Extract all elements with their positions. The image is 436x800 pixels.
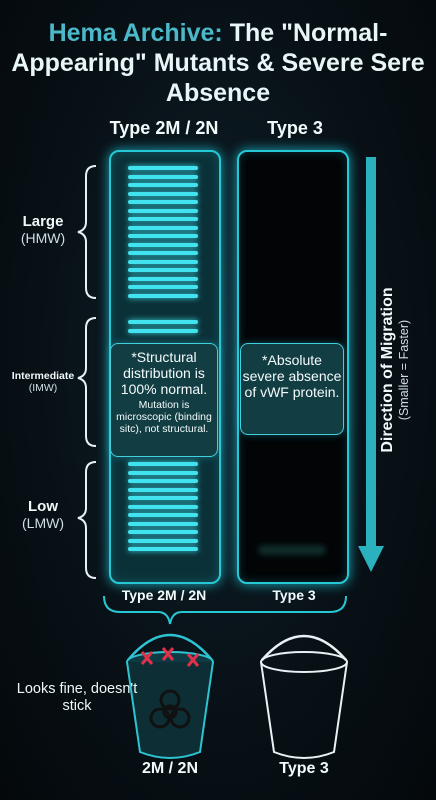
gel-band: [128, 496, 198, 500]
gel-band: [128, 191, 198, 196]
size-large-sub: (HMW): [20, 230, 66, 246]
gel-band: [128, 320, 198, 324]
gel-band: [128, 328, 198, 333]
size-label-large: Large (HMW): [8, 213, 78, 246]
biohazard-icon: [149, 689, 191, 729]
gel-band: [128, 268, 198, 272]
note-type3: *Absolute severe absence of vWF protein.: [240, 343, 344, 435]
note-type2: *Structural distribution is 100% normal.…: [110, 343, 218, 457]
gel-band: [128, 513, 198, 517]
gel-band: [128, 217, 198, 221]
bucket-label-right: Type 3: [279, 760, 329, 777]
column-heading-type3: Type 3: [267, 118, 323, 138]
bucket-icon-right: [260, 634, 348, 759]
page-title: Hema Archive: The "Normal-Appearing" Mut…: [0, 18, 436, 108]
size-label-intermediate: Intermediate (IMW): [2, 370, 84, 394]
bracket-intermediate: [77, 317, 97, 447]
note-type2-detail: Mutation is microscopic (binding sitc), …: [116, 399, 212, 435]
gel-band: [128, 259, 198, 264]
bucket-icon-left: [126, 633, 214, 759]
gel-band: [128, 242, 198, 247]
gel-band: [128, 293, 198, 298]
broken-particles-icon: [140, 647, 200, 667]
size-intermediate-text: Intermediate: [11, 370, 75, 382]
gel-band: [128, 462, 198, 466]
gel-band: [128, 538, 198, 543]
column-heading-type2: Type 2M / 2N: [109, 118, 219, 138]
bucket-caption: Looks fine, doesn't stick: [16, 681, 138, 714]
gel-band: [128, 183, 198, 187]
gel-band: [128, 521, 198, 526]
gel-band: [128, 547, 198, 551]
gel-band: [128, 285, 198, 289]
lane-label-type3: Type 3: [272, 587, 316, 603]
size-low-sub: (LMW): [22, 515, 64, 531]
bucket-label-left: 2M / 2N: [141, 760, 198, 777]
gel-band: [128, 530, 198, 534]
migration-sub: (Smaller = Faster): [397, 319, 411, 421]
faint-smear: [258, 545, 326, 555]
arrow-down-icon: [358, 157, 384, 572]
size-label-low: Low (LMW): [8, 498, 78, 531]
note-type2-main: *Structural distribution is 100% normal.: [120, 349, 208, 397]
gel-band: [128, 479, 198, 483]
size-intermediate-sub: (IMW): [28, 382, 58, 394]
gel-band: [128, 234, 198, 238]
note-type3-main: *Absolute severe absence of vWF protein.: [242, 352, 342, 400]
migration-title: Direction of Migration: [379, 287, 396, 453]
gel-band: [128, 174, 198, 179]
gel-band: [128, 487, 198, 492]
title-accent: Hema Archive:: [48, 19, 223, 47]
gel-band: [128, 225, 198, 230]
gel-band: [128, 504, 198, 509]
bracket-low: [77, 461, 97, 579]
gel-band: [128, 200, 198, 204]
gel-band: [128, 166, 198, 170]
title-rest: The "Normal-Appearing" Mutants & Severe …: [11, 19, 425, 107]
bottom-brace: [103, 595, 347, 625]
size-large-text: Large: [22, 213, 64, 230]
gel-band: [128, 208, 198, 213]
gel-band: [128, 276, 198, 281]
size-low-text: Low: [28, 498, 58, 515]
lane-label-type2: Type 2M / 2N: [121, 587, 207, 603]
migration-label: Direction of Migration (Smaller = Faster…: [379, 287, 411, 452]
gel-band: [128, 251, 198, 255]
gel-band: [128, 470, 198, 475]
bracket-large: [77, 165, 97, 299]
